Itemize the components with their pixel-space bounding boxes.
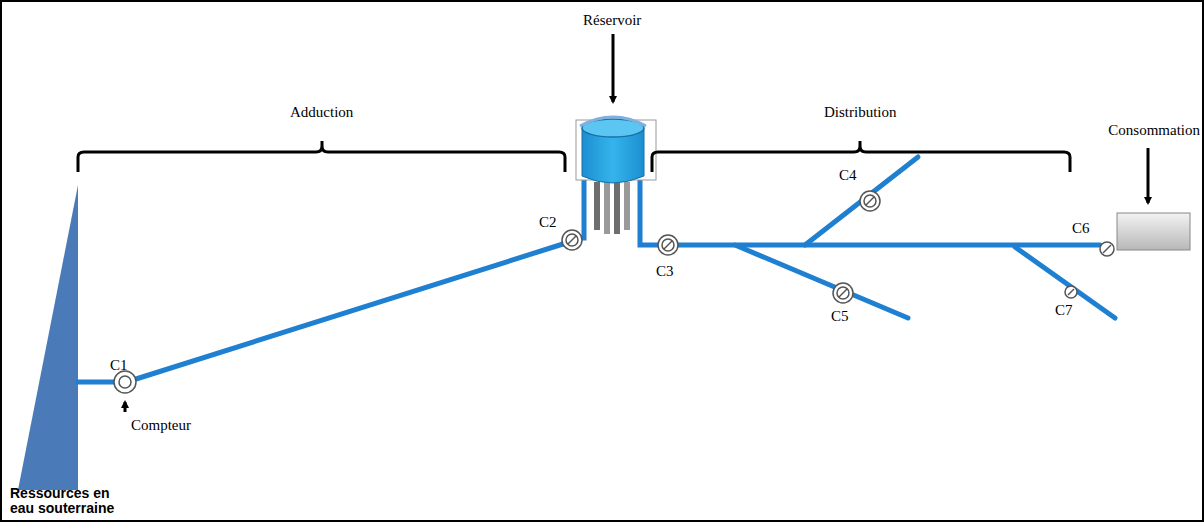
section-name: Distribution bbox=[824, 104, 897, 121]
callout-number: C4 bbox=[839, 167, 857, 184]
part-name: Consommation bbox=[1108, 122, 1200, 139]
section-name: Adduction bbox=[290, 104, 353, 121]
callout-number: C1 bbox=[110, 357, 128, 374]
reservoir-tank bbox=[576, 117, 656, 234]
groundwater-wedge bbox=[18, 185, 78, 490]
pipe bbox=[78, 157, 1115, 382]
callout-number: C2 bbox=[539, 214, 557, 231]
pointer-arrow bbox=[125, 34, 1148, 412]
span-bracket bbox=[652, 141, 1070, 172]
callout-number: C5 bbox=[831, 308, 849, 325]
callout-number: C6 bbox=[1072, 220, 1090, 237]
part-name: Réservoir bbox=[583, 12, 641, 29]
part-name: Compteur bbox=[131, 417, 191, 434]
callout-number: C3 bbox=[656, 263, 674, 280]
span-bracket bbox=[78, 141, 565, 172]
resource-name: Ressources en eau souterraine bbox=[10, 486, 132, 517]
callout-number: C7 bbox=[1055, 302, 1073, 319]
consumer-building bbox=[1117, 213, 1190, 250]
water-meter bbox=[114, 191, 1114, 393]
